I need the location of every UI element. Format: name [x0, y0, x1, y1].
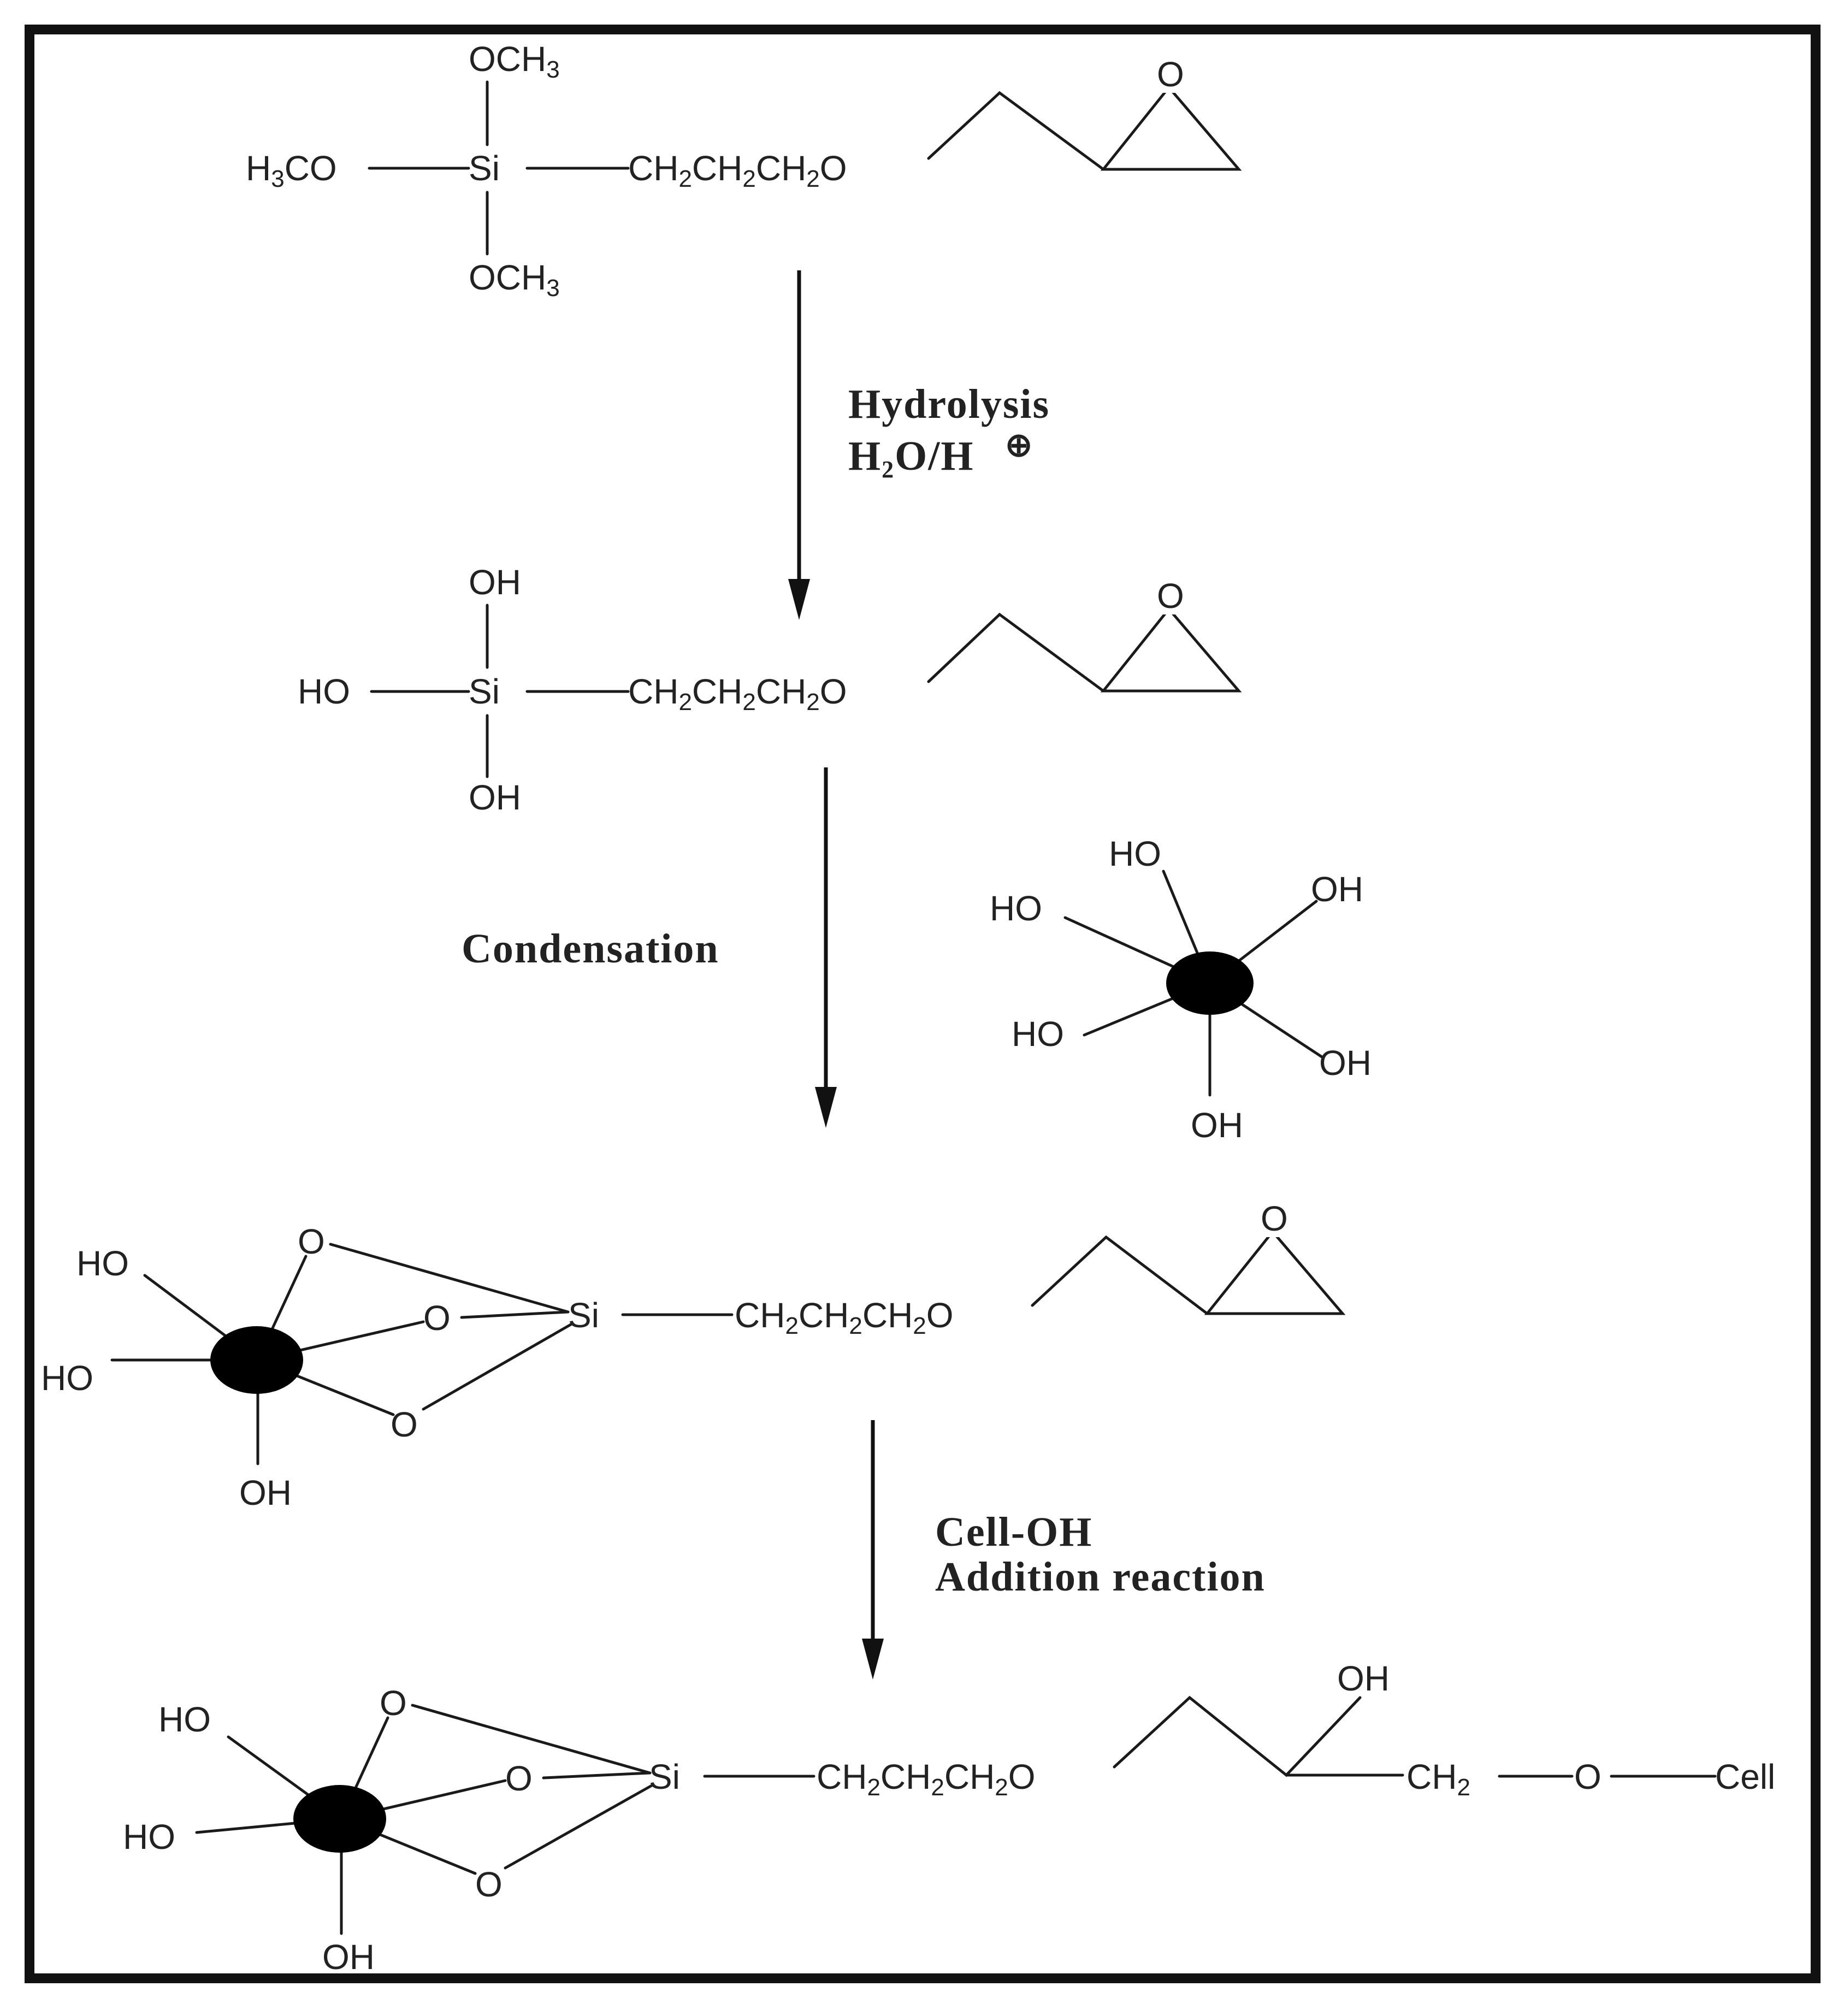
- m4-bridge-o-3: O: [475, 1865, 503, 1904]
- m4-ch2: CH2: [1406, 1757, 1470, 1801]
- m3-free-oh-bottom: OH: [239, 1473, 292, 1512]
- nanoparticle-hydroxylated: HO OH HO HO OH OH: [990, 834, 1372, 1145]
- m2-chain: CH2CH2CH2O: [628, 672, 847, 716]
- figure-frame: [25, 25, 1821, 1983]
- m3-si: Si: [568, 1296, 599, 1335]
- condensation-label: Condensation: [462, 926, 719, 972]
- m3-bridge-o-1: O: [298, 1222, 325, 1261]
- m4-nanoparticle-core: [293, 1785, 386, 1853]
- np-group-1: HO: [1109, 834, 1161, 873]
- m4-cell: Cell: [1715, 1757, 1775, 1796]
- m1-top-och3: OCH3: [469, 39, 560, 83]
- hydrolysis-label: Hydrolysis: [848, 381, 1050, 427]
- m4-bridge-o-1: O: [380, 1683, 407, 1723]
- arrow-hydrolysis: [788, 270, 810, 620]
- m2-bottom-oh: OH: [469, 778, 521, 817]
- molecule-1-trimethoxysilane: OCH3 H3CO Si CH2CH2CH2O OCH3 O: [246, 39, 1242, 301]
- m3-epoxide-o: O: [1261, 1199, 1288, 1238]
- np-group-3: HO: [990, 889, 1042, 928]
- arrow-addition: [862, 1420, 884, 1680]
- m2-top-oh: OH: [469, 563, 521, 602]
- m3-nanoparticle-core: [210, 1326, 303, 1394]
- h2o-h-label: H2O/H: [848, 433, 974, 483]
- m3-chain: CH2CH2CH2O: [735, 1296, 954, 1339]
- m1-si: Si: [469, 149, 500, 188]
- m3-bridge-o-2: O: [423, 1298, 451, 1338]
- m4-free-ho-left: HO: [123, 1817, 175, 1857]
- m4-ether-o: O: [1574, 1757, 1601, 1796]
- molecule-3-grafted-silane: HO HO OH O O O Si CH2CH2CH2O O: [41, 1199, 1346, 1512]
- m4-chain: CH2CH2CH2O: [817, 1757, 1036, 1801]
- m4-bridge-o-2: O: [505, 1759, 533, 1798]
- cell-oh-label: Cell-OH: [935, 1509, 1092, 1555]
- np-group-4: HO: [1012, 1014, 1064, 1054]
- step-hydrolysis-label: Hydrolysis H2O/H ⊕: [848, 381, 1050, 483]
- m1-bottom-och3: OCH3: [469, 258, 560, 301]
- m2-left-ho: HO: [298, 672, 350, 711]
- np-group-2: OH: [1311, 870, 1363, 909]
- m2-si: Si: [469, 672, 500, 711]
- arrow-condensation: [815, 767, 837, 1128]
- nanoparticle-core: [1166, 951, 1254, 1015]
- m2-epoxide-o: O: [1157, 576, 1184, 616]
- m1-epoxide-o: O: [1157, 55, 1184, 94]
- molecule-4-cellulose-grafted: HO HO OH O O O Si CH2CH2CH2O OH CH2 O Ce…: [123, 1659, 1775, 1977]
- step-addition-label: Cell-OH Addition reaction: [935, 1509, 1266, 1600]
- m4-hydroxyl: OH: [1337, 1659, 1390, 1698]
- m4-si: Si: [649, 1757, 680, 1796]
- m4-free-oh-bottom: OH: [322, 1937, 375, 1977]
- proton-charge-symbol: ⊕: [1005, 427, 1033, 463]
- molecule-2-silanetriol: OH HO Si CH2CH2CH2O OH O: [298, 563, 1242, 817]
- m3-free-ho-left: HO: [41, 1358, 93, 1398]
- m3-bridge-o-3: O: [391, 1405, 418, 1444]
- m3-free-ho-top: HO: [76, 1244, 129, 1283]
- m1-left-h3co: H3CO: [246, 149, 337, 192]
- np-group-6: OH: [1191, 1105, 1243, 1145]
- m4-free-ho-top: HO: [158, 1700, 211, 1739]
- np-group-5: OH: [1319, 1043, 1372, 1083]
- m1-chain: CH2CH2CH2O: [628, 149, 847, 192]
- addition-reaction-label: Addition reaction: [935, 1554, 1266, 1600]
